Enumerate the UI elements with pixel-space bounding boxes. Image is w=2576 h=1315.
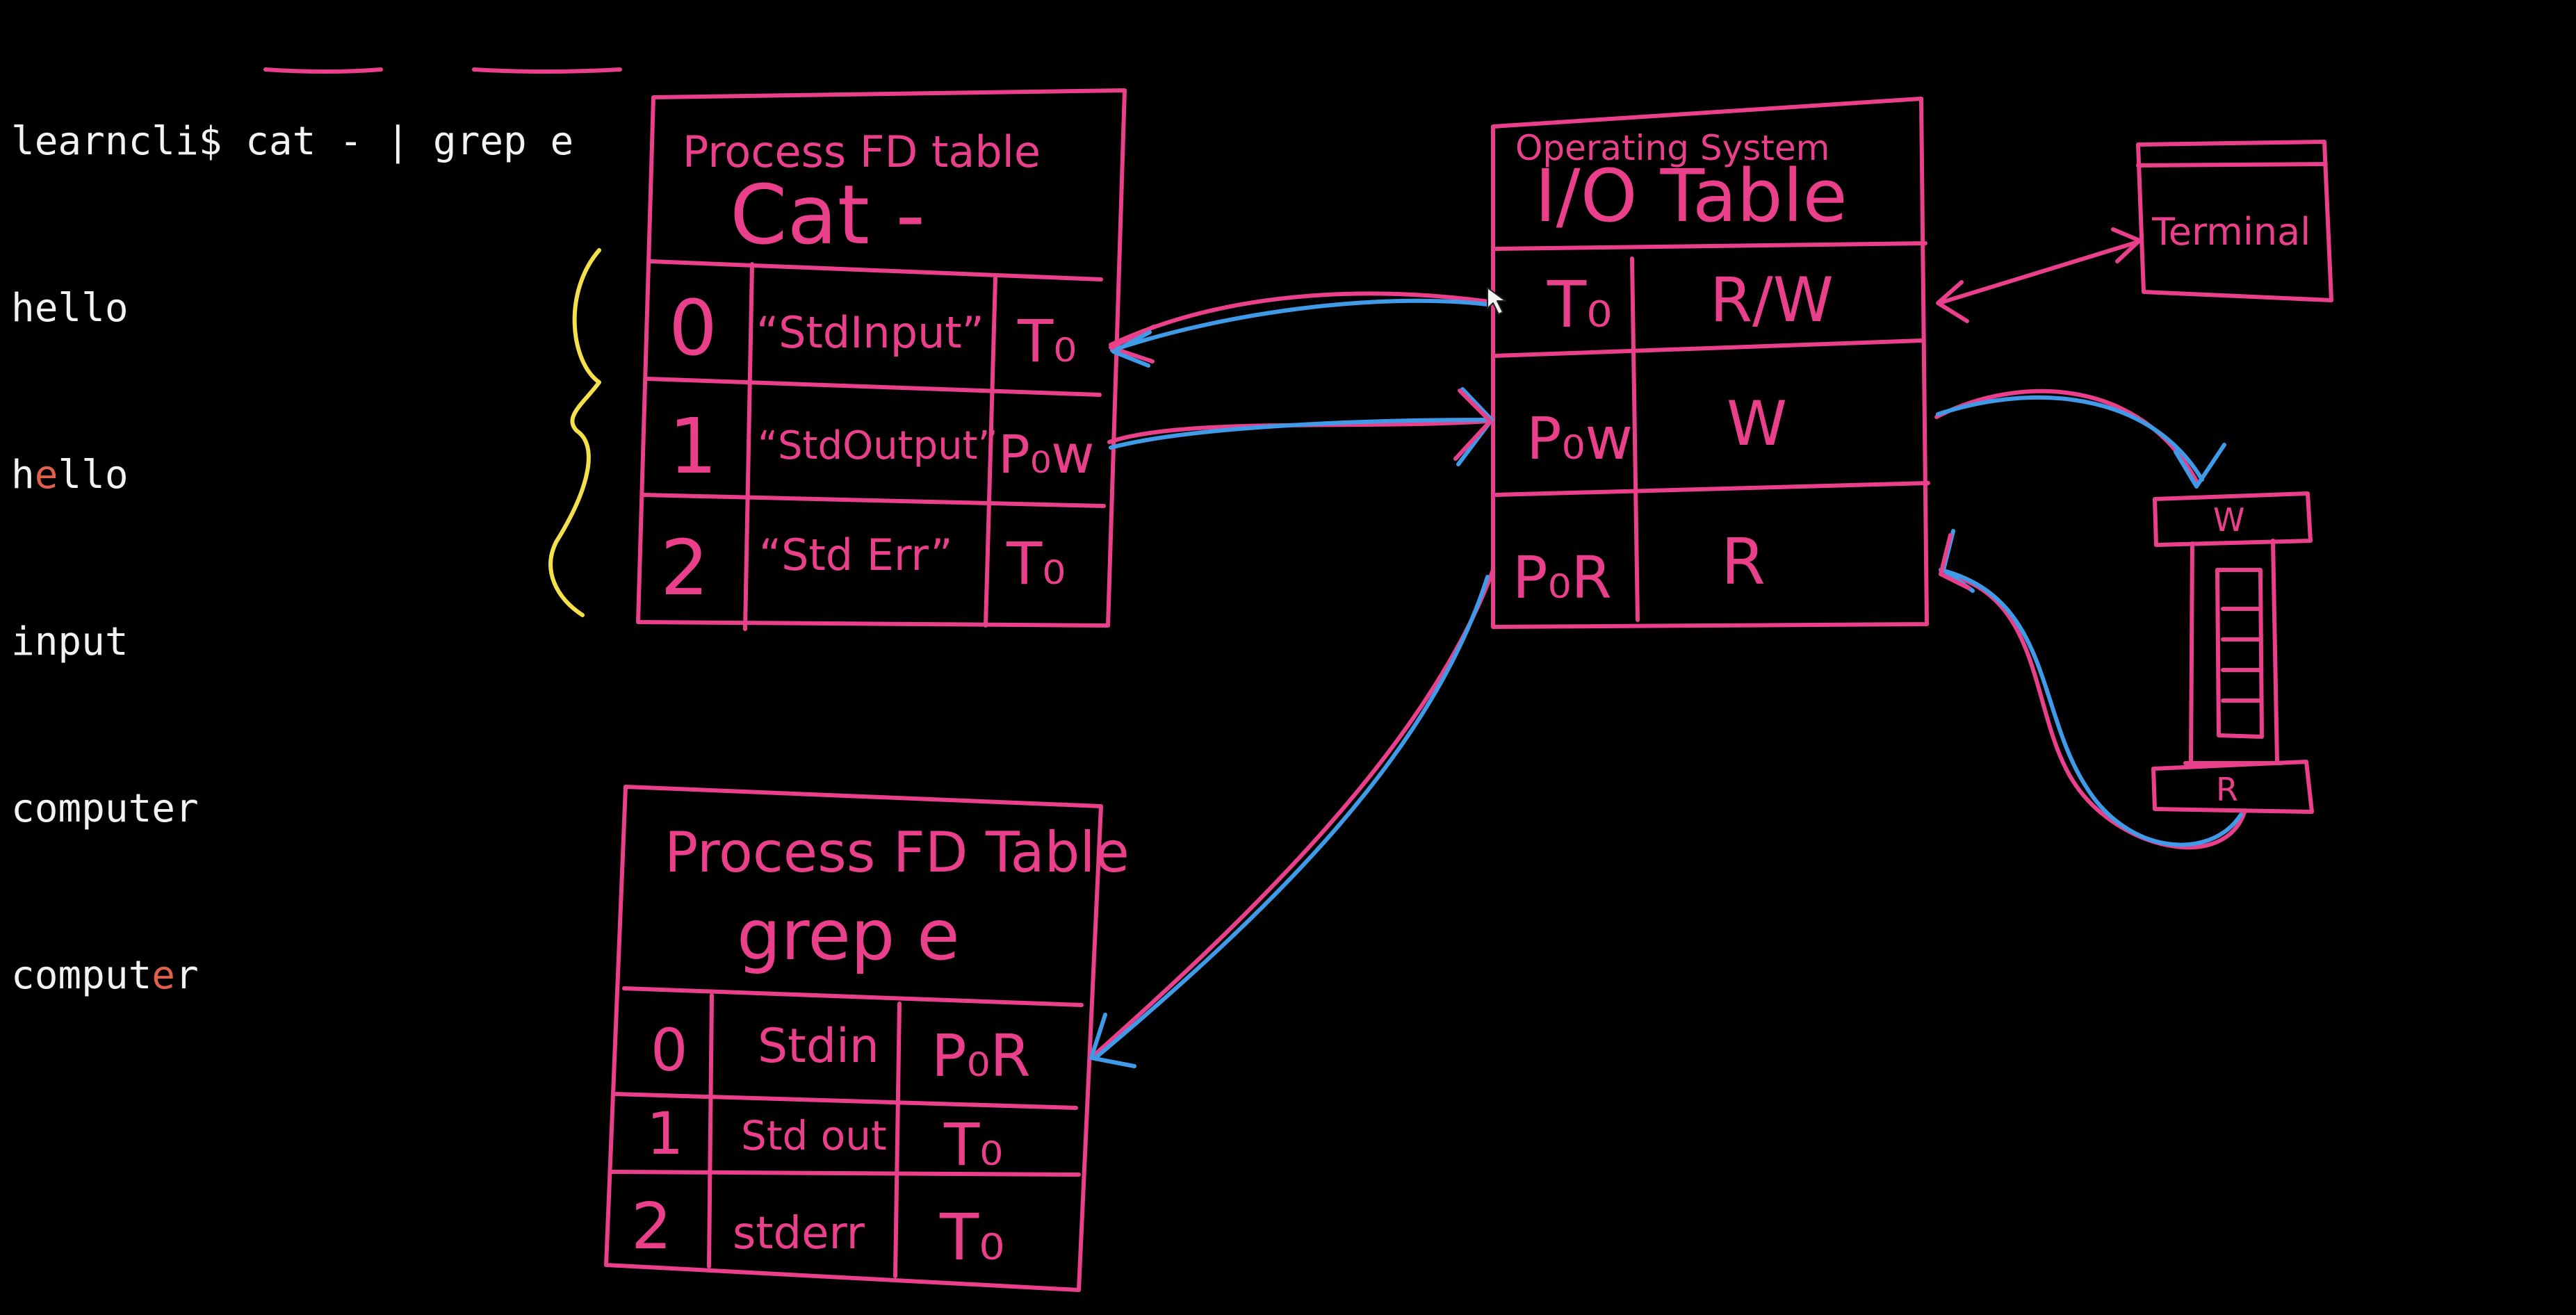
cat-fd-0: 0	[669, 284, 717, 373]
cat-name-0: “StdInput”	[756, 307, 984, 358]
grep-match: e	[34, 452, 58, 498]
os-mode-1: W	[1727, 388, 1787, 459]
grep-table-header: Process FD Table	[665, 820, 1130, 885]
cat-process-name: Cat -	[730, 167, 925, 263]
arrow-stdout-to-pipe	[1107, 387, 1494, 466]
underline-grep	[472, 67, 622, 74]
pipe-symbol: |	[362, 119, 433, 164]
cursor-icon	[1487, 287, 1506, 315]
os-table-header: Operating System	[1515, 128, 1829, 168]
yellow-brace	[548, 248, 601, 617]
pipe-write-label: W	[2213, 501, 2244, 539]
output-line: computer	[11, 786, 199, 831]
cat-table-header: Process FD table	[683, 126, 1041, 177]
arrow-pipe-read	[1939, 529, 2247, 850]
grep-ref-2: T₀	[939, 1200, 1004, 1275]
grep-name-2: stderr	[733, 1208, 865, 1259]
cat-fd-table	[636, 88, 1127, 631]
grep-name-1: Std out	[741, 1112, 887, 1159]
arrow-terminal-link	[1936, 227, 2142, 323]
grep-fd-1: 1	[646, 1100, 683, 1168]
arrow-pipe-write	[1934, 389, 2226, 489]
os-id-2: P₀R	[1513, 544, 1612, 612]
grep-name-0: Stdin	[758, 1019, 879, 1074]
pipe-read-label: R	[2216, 771, 2238, 808]
terminal-box	[2136, 140, 2333, 302]
grep-match: e	[152, 953, 176, 998]
os-io-table	[1491, 97, 1930, 629]
prompt: learncli$	[11, 119, 246, 164]
os-id-0: T₀	[1547, 268, 1612, 342]
terminal-label: Terminal	[2151, 210, 2310, 254]
command-grep: grep e	[432, 119, 574, 164]
grep-ref-0: P₀R	[931, 1022, 1031, 1090]
cat-ref-0: T₀	[1017, 307, 1077, 375]
grep-ref-1: T₀	[943, 1111, 1003, 1179]
cat-fd-2: 2	[660, 523, 709, 612]
cat-ref-1: P₀w	[998, 423, 1094, 485]
grep-process-name: grep e	[737, 895, 960, 976]
pipe-buffer	[2151, 491, 2314, 814]
os-id-1: P₀w	[1526, 405, 1633, 473]
underline-cat	[263, 67, 383, 74]
output-line: computer	[11, 953, 199, 998]
output-line: hello	[11, 452, 129, 498]
command-line: learncli$ cat - | grep e	[11, 114, 573, 170]
arrow-stdin-from-terminal	[1109, 291, 1491, 368]
cat-name-1: “StdOutput”	[758, 423, 998, 468]
os-table-title: I/O Table	[1535, 154, 1848, 238]
cat-name-2: “Std Err”	[759, 530, 953, 580]
cat-fd-1: 1	[669, 402, 717, 491]
grep-fd-0: 0	[651, 1016, 687, 1084]
arrow-grep-stdin	[1089, 568, 1495, 1068]
command-cat: cat -	[245, 119, 363, 164]
grep-fd-2: 2	[631, 1189, 672, 1264]
terminal-output: learncli$ cat - | grep e hello hello inp…	[11, 3, 573, 1115]
output-line: hello	[11, 286, 129, 331]
cat-ref-2: T₀	[1006, 530, 1066, 598]
os-mode-0: R/W	[1710, 264, 1834, 336]
output-line: input	[11, 619, 129, 664]
os-mode-2: R	[1721, 525, 1766, 599]
grep-fd-table	[604, 785, 1103, 1292]
